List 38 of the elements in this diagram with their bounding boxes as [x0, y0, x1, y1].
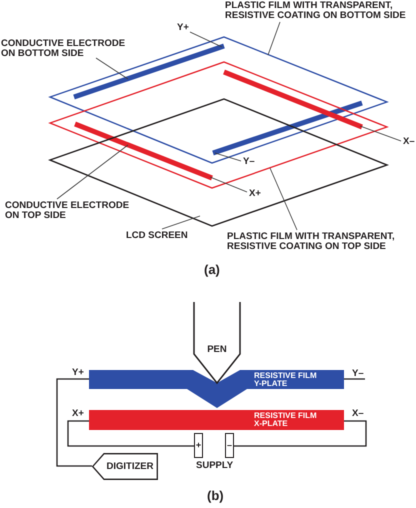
pen: PEN [193, 302, 241, 385]
leader-line [268, 22, 280, 56]
terminal-label: Y– [352, 369, 364, 379]
terminal-label: X+ [249, 189, 261, 199]
part-label: CONDUCTIVE ELECTRODE ON BOTTOM SIDE [1, 39, 133, 59]
part-label: PLASTIC FILM WITH TRANSPARENT, RESISTIVE COATING ON BOTTOM SIDE [225, 1, 415, 21]
panel-caption: (b) [207, 489, 224, 503]
terminal-label: X– [352, 409, 364, 420]
electrode-strip [221, 69, 365, 130]
panel-caption: (a) [204, 263, 220, 277]
leader-line [96, 58, 128, 80]
part-label: CONDUCTIVE ELECTRODE ON TOP SIDE [5, 201, 137, 221]
leader-line [270, 168, 298, 230]
electrode-strip [210, 100, 365, 156]
resistive-plate: RESISTIVE FILM X-PLATE [89, 410, 345, 430]
supply-label: SUPPLY [196, 461, 234, 472]
plastic-film [49, 61, 388, 189]
wire [344, 378, 365, 380]
resistive-plate: RESISTIVE FILM Y-PLATE [89, 369, 345, 410]
wire [56, 378, 92, 467]
leader-line [360, 126, 402, 142]
leader-line [210, 176, 248, 192]
leader-line [162, 216, 200, 230]
terminal-label: Y+ [72, 368, 84, 378]
terminal-label: X+ [72, 409, 84, 420]
leader-line [56, 144, 128, 200]
part-label: PLASTIC FILM WITH TRANSPARENT, RESISTIVE COATING ON TOP SIDE [227, 232, 416, 252]
terminal-label: Y– [243, 157, 255, 167]
supply-terminal: – [225, 433, 234, 458]
wire [234, 420, 367, 447]
terminal-label: X– [403, 137, 415, 147]
leader-line [190, 32, 222, 48]
part-label: LCD SCREEN [126, 231, 188, 241]
wire [67, 420, 194, 447]
electrode-strip [72, 121, 215, 181]
digitizer-tag: DIGITIZER [92, 453, 158, 480]
terminal-label: Y+ [177, 23, 189, 33]
supply-terminal: + [194, 433, 203, 458]
